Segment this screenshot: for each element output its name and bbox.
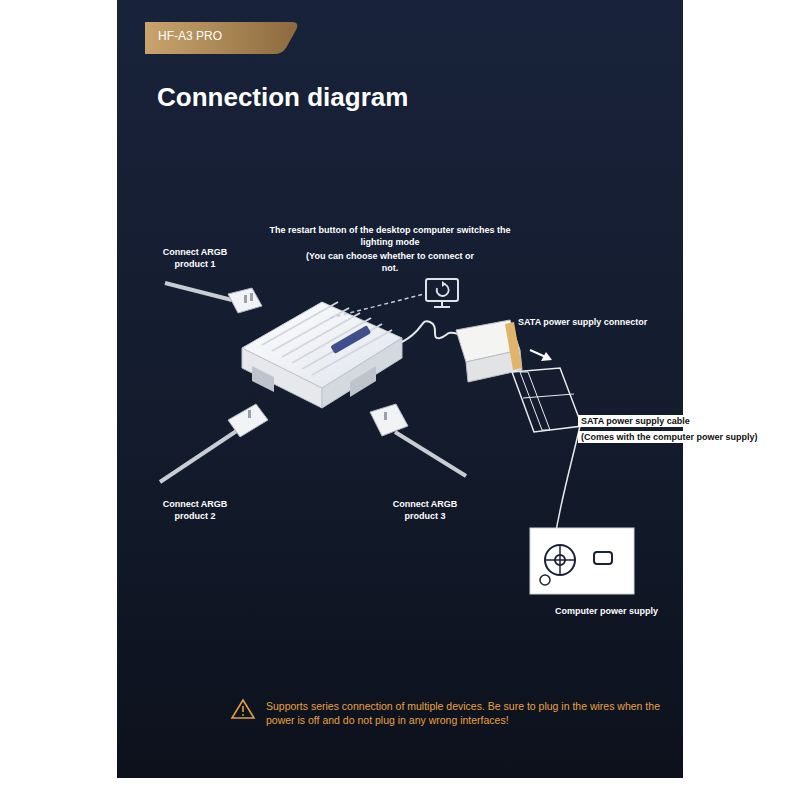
connector	[370, 404, 408, 436]
note: The restart button of the desktop comput…	[262, 224, 518, 248]
part-label: SATA power supply cable	[578, 415, 693, 427]
restart-button-symbol	[426, 279, 458, 307]
part-note: (Comes with the computer power supply)	[578, 431, 761, 443]
model-tab: HF-A3 PRO	[158, 29, 222, 43]
port-label: Connect ARGB product 1	[150, 246, 240, 270]
note: (You can choose whether to connect or no…	[300, 250, 480, 274]
power-supply	[530, 528, 634, 594]
leader-line	[330, 294, 424, 318]
arrowhead	[541, 352, 552, 361]
wire	[395, 432, 466, 476]
part-label: Computer power supply	[555, 606, 658, 616]
part-label: SATA power supply connector	[518, 317, 647, 327]
port-label: Connect ARGB product 2	[150, 498, 240, 522]
wire	[160, 430, 238, 482]
wire	[165, 283, 232, 300]
warning-text: Supports series connection of multiple d…	[266, 699, 666, 727]
warning-icon	[232, 700, 254, 718]
connector	[228, 288, 262, 313]
panel	[117, 0, 683, 778]
tab	[145, 22, 297, 54]
argb-hub	[242, 302, 402, 408]
port-label: Connect ARGB product 3	[380, 498, 470, 522]
title: Connection diagram	[157, 82, 408, 113]
connector	[228, 404, 268, 437]
cable	[402, 321, 458, 342]
